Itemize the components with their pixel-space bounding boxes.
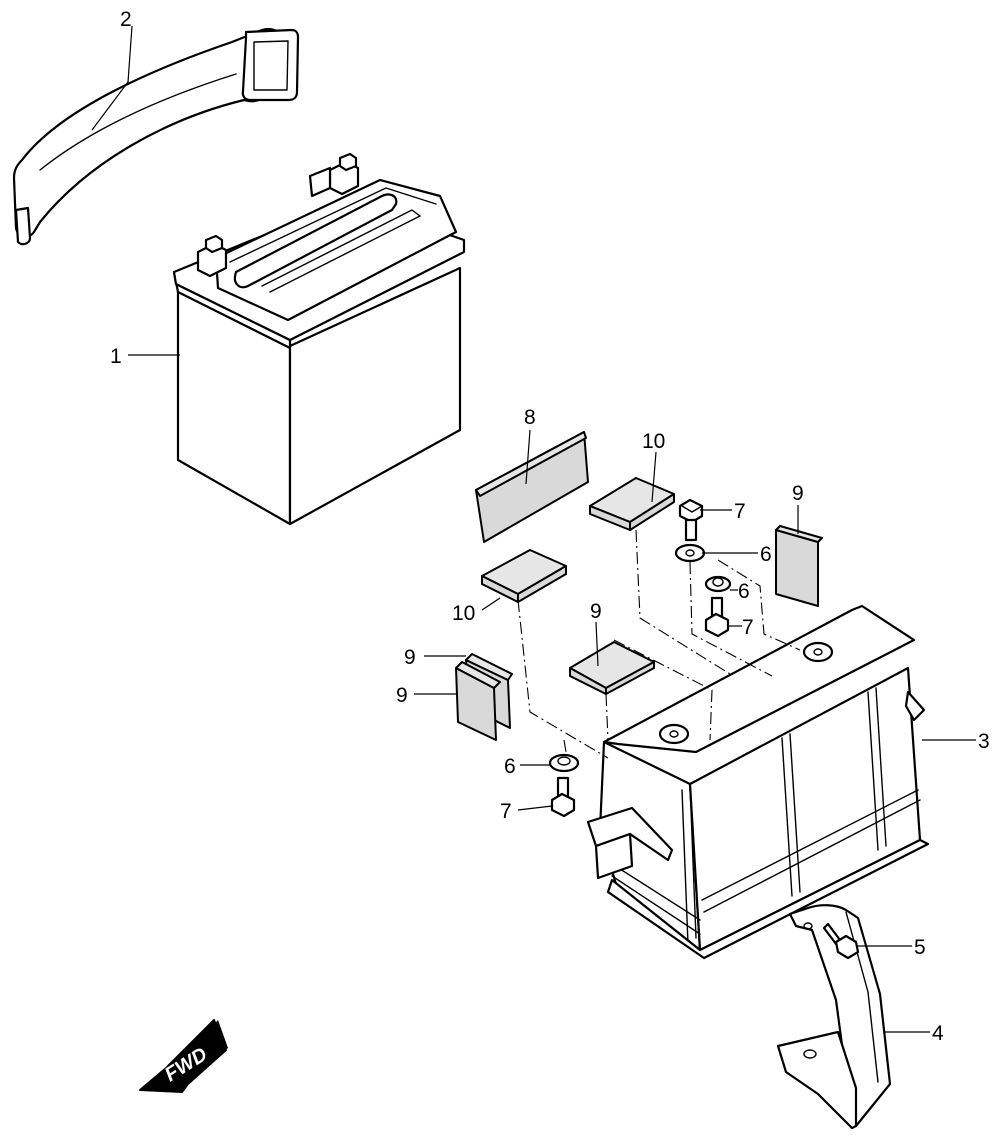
callout-battery: 1 [110, 345, 122, 368]
callout-battery-box: 3 [978, 730, 990, 753]
pad-top-right[interactable] [589, 477, 675, 531]
callout-washer-a: 6 [760, 543, 772, 566]
assembly-lines [517, 529, 801, 759]
callout-bracket: 4 [932, 1022, 944, 1045]
pad-long[interactable] [475, 431, 589, 543]
callout-pad-center: 9 [590, 600, 602, 623]
callout-washer-c: 6 [504, 755, 516, 778]
callout-pad-left-lower: 9 [396, 684, 408, 707]
pad-top-left[interactable] [481, 549, 567, 603]
bolt-upper[interactable] [678, 498, 704, 542]
washer-upper[interactable] [674, 543, 706, 563]
battery-strap[interactable] [12, 27, 300, 246]
battery[interactable] [172, 152, 466, 526]
bolt-lower[interactable] [550, 776, 576, 818]
callout-pad-right: 9 [792, 482, 804, 505]
bolt-middle[interactable] [704, 596, 730, 638]
pad-right[interactable] [775, 525, 823, 607]
leader-lines [91, 25, 976, 1033]
callout-bolt-b: 7 [742, 616, 754, 639]
bracket[interactable] [776, 904, 892, 1130]
pad-left-lower[interactable] [455, 661, 501, 741]
battery-box[interactable] [586, 604, 930, 960]
callout-strap: 2 [120, 8, 132, 31]
callout-pad-top-left: 10 [452, 602, 475, 625]
callout-washer-b: 6 [738, 580, 750, 603]
callout-pad-left-upper: 9 [404, 646, 416, 669]
bracket-bolt[interactable] [822, 922, 860, 960]
pad-center[interactable] [569, 641, 655, 695]
callout-pad-long: 8 [524, 406, 536, 429]
callout-bracket-bolt: 5 [914, 936, 926, 959]
washer-middle[interactable] [704, 575, 732, 593]
fwd-arrow-icon: FWD [139, 1019, 228, 1093]
washer-lower[interactable] [548, 753, 580, 773]
callout-bolt-a: 7 [734, 500, 746, 523]
callout-labels: 2 1 8 10 7 9 6 6 7 10 9 9 9 6 7 3 5 4 [110, 8, 990, 1045]
callout-pad-top-right: 10 [642, 430, 665, 453]
callout-bolt-c: 7 [500, 800, 512, 823]
